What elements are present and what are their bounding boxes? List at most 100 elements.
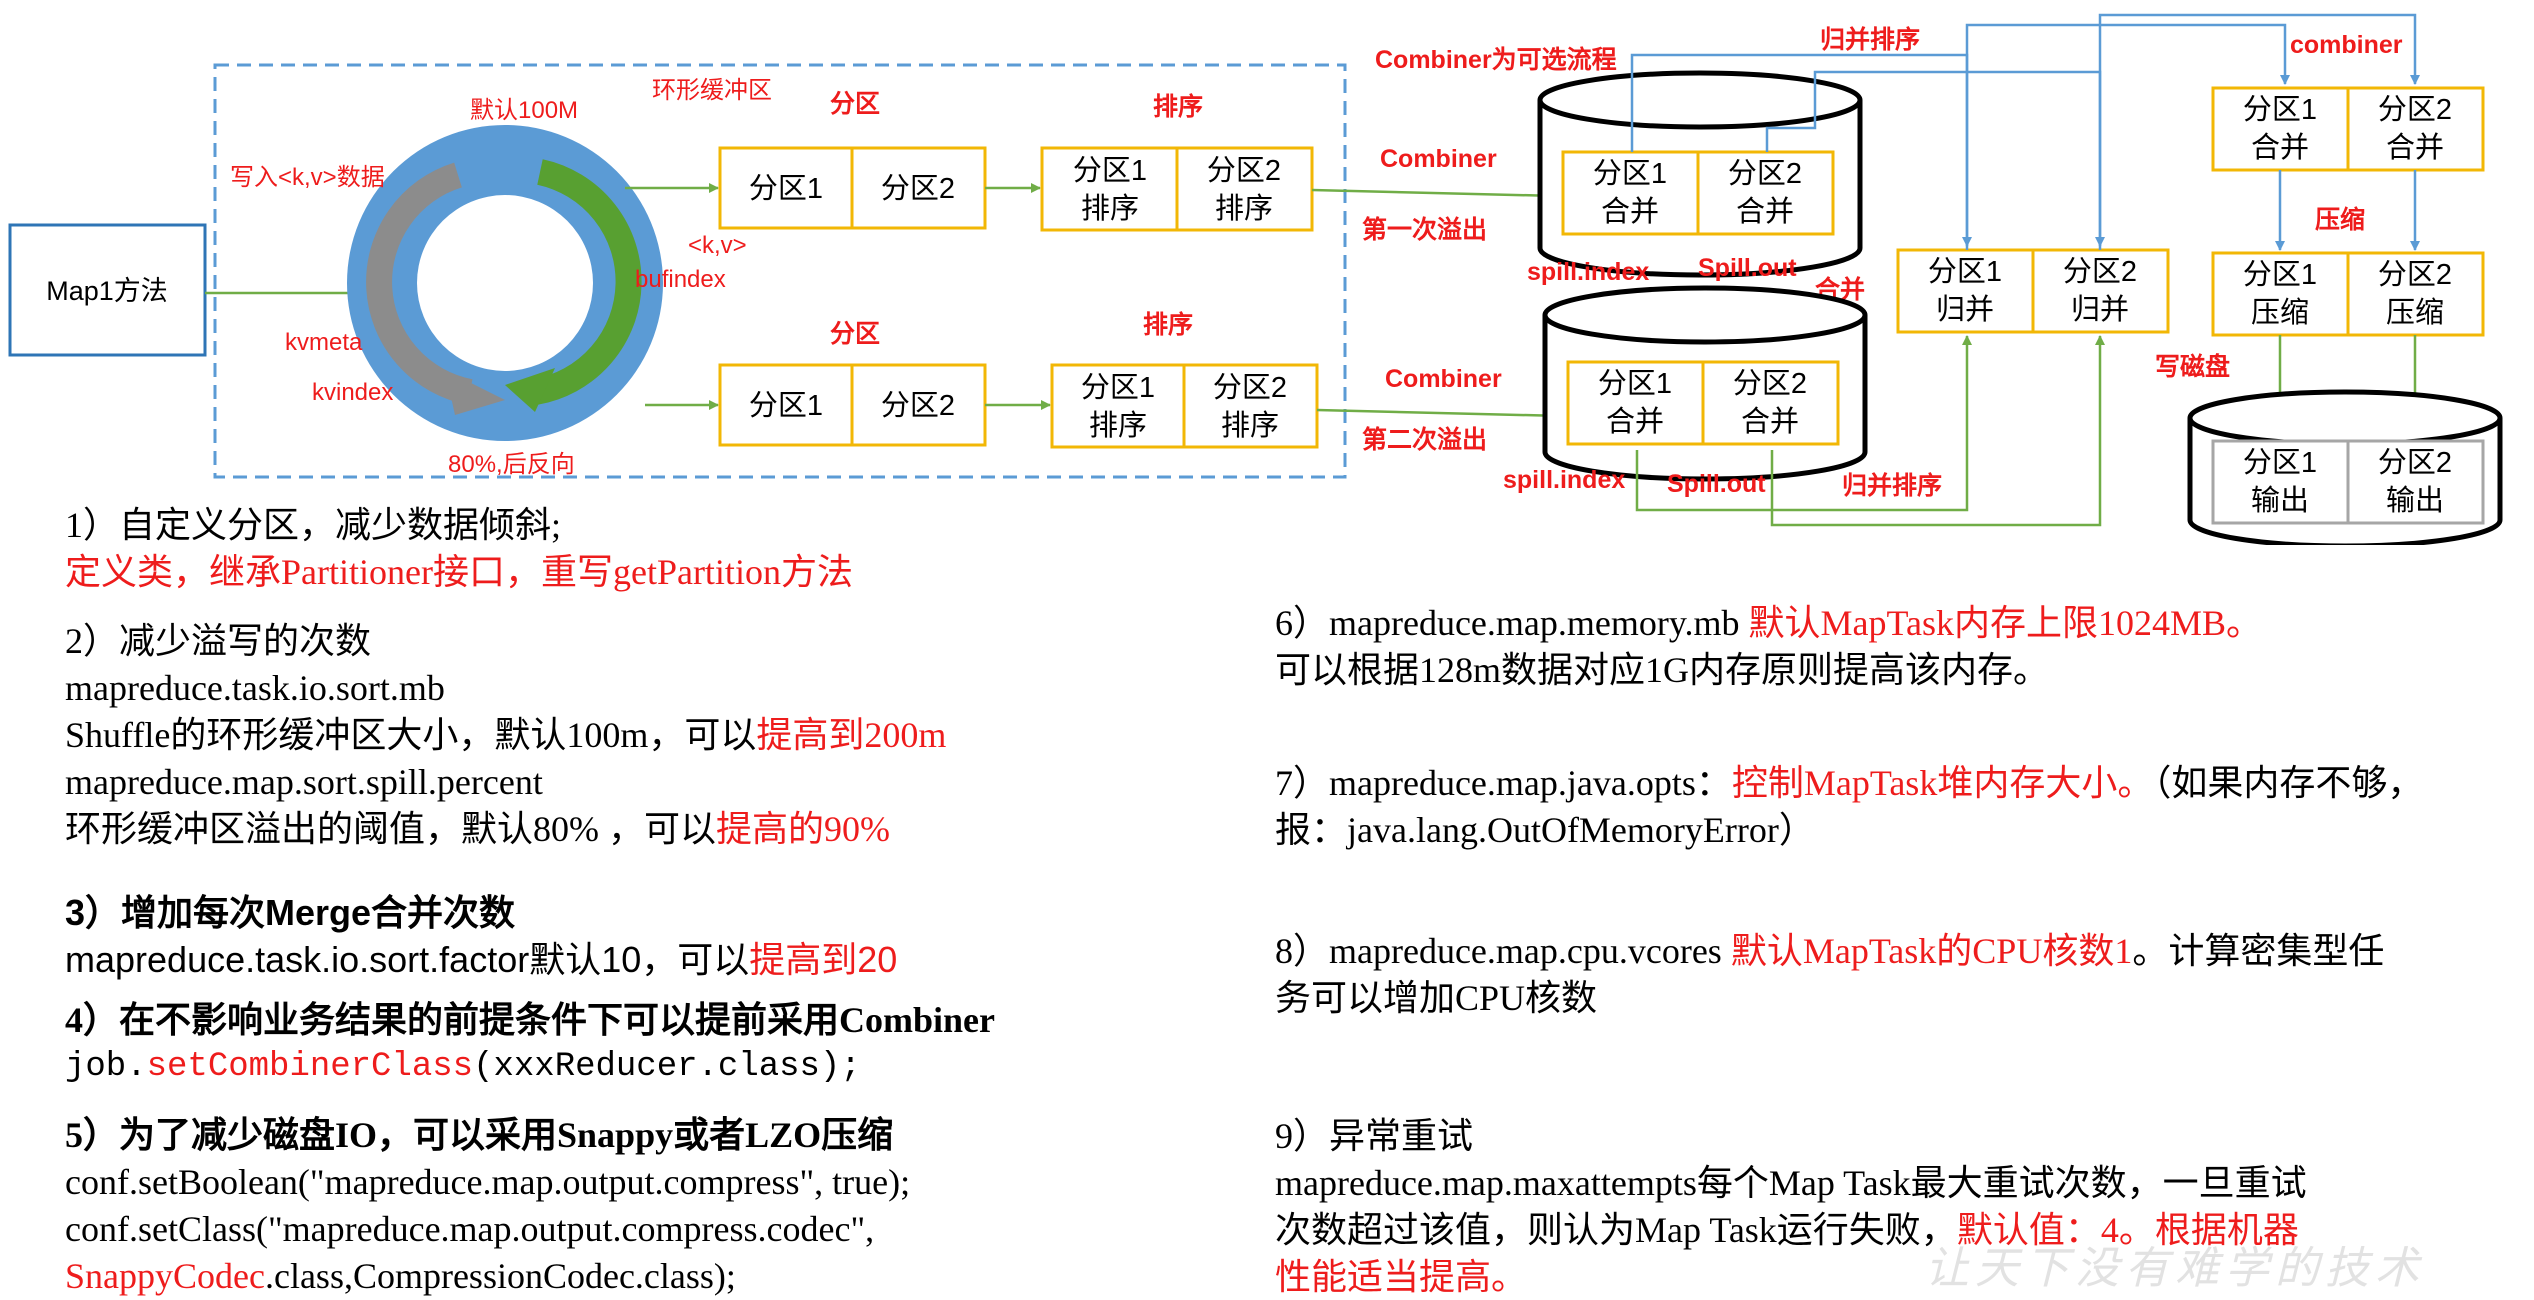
sort-p1-top-l2: 排序: [1081, 192, 1139, 225]
green-circular-arrow: [532, 159, 642, 405]
ring-buffer-hole: [417, 195, 593, 371]
output-p1-l2: 输出: [2251, 484, 2309, 517]
note2-line2: Shuffle的环形缓冲区大小，默认100m，可以提高到200m: [65, 712, 946, 758]
note4-code-method: setCombinerClass: [146, 1048, 474, 1086]
note2-line4-highlight: 提高的90%: [716, 809, 890, 849]
sort-heading-bottom: 排序: [1143, 310, 1193, 339]
disk1-p2: 分区2: [1728, 158, 1802, 190]
merge-to-combiner-p2: [2098, 13, 2420, 250]
note2-line4: 环形缓冲区溢出的阈值，默认80% ，可以提高的90%: [65, 806, 890, 852]
disk1-p1: 分区1: [1593, 158, 1667, 190]
disk2-p2-l2: 合并: [1741, 405, 1799, 438]
note5-line3-rest: .class,CompressionCodec.class);: [264, 1256, 736, 1296]
note6-highlight: 默认MapTask内存上限1024MB。: [1748, 603, 2263, 643]
note8-line1: 8）mapreduce.map.cpu.vcores 默认MapTask的CPU…: [1275, 928, 2384, 974]
note4-code-c: (xxxReducer.class);: [473, 1048, 861, 1086]
spill-out-label-1: Spill.out: [1698, 254, 1797, 282]
compress-p2: 分区2: [2378, 259, 2452, 291]
note8-highlight: 默认MapTask的CPU核数1: [1730, 931, 2133, 971]
note2-line1: mapreduce.task.io.sort.mb: [65, 668, 445, 708]
combine-p1-l2: 合并: [2251, 131, 2309, 164]
spill-index-label-1: spill.index: [1527, 258, 1649, 286]
green-arrow-head: [505, 368, 555, 412]
note9-line1: mapreduce.map.maxattempts每个Map Task最大重试次…: [1275, 1163, 2307, 1203]
note9-line2-text: 次数超过该值，则认为Map Task运行失败，: [1275, 1210, 1957, 1250]
disk1-p1-l2: 合并: [1601, 195, 1659, 228]
output-p2-l2: 输出: [2386, 484, 2444, 517]
disk2-p1-l2: 合并: [1606, 405, 1664, 438]
disk2-p2: 分区2: [1733, 368, 1807, 400]
note4-title: 4）在不影响业务结果的前提条件下可以提前采用Combiner: [65, 1000, 995, 1040]
note3-highlight: 提高到20: [749, 939, 898, 980]
note2-line3: mapreduce.map.sort.spill.percent: [65, 762, 543, 802]
note3-line: mapreduce.task.io.sort.factor默认10，可以提高到2…: [65, 937, 897, 983]
sort-p2-bottom-l2: 排序: [1221, 409, 1279, 442]
kv-pair-label: <k,v>: [688, 232, 747, 259]
sort-p2-top-l2: 排序: [1215, 192, 1273, 225]
compress-p2-l2: 压缩: [2386, 296, 2444, 329]
combiner-lower-label: combiner: [2290, 31, 2403, 59]
merge-sort-label-bottom: 归并排序: [1842, 471, 1942, 500]
note9-line3: 性能适当提高。: [1275, 1257, 1528, 1297]
note7-line1: 7）mapreduce.map.java.opts：控制MapTask堆内存大小…: [1275, 760, 2423, 806]
combine-p2: 分区2: [2378, 94, 2452, 126]
note7-highlight: 控制MapTask堆内存大小。: [1731, 763, 2154, 803]
note5-title: 5）为了减少磁盘IO，可以采用Snappy或者LZO压缩: [65, 1115, 894, 1155]
disk2-p1: 分区1: [1598, 368, 1672, 400]
combine-p1: 分区1: [2243, 94, 2317, 126]
merge-sort-label-top: 归并排序: [1820, 25, 1920, 54]
partition1-bottom: 分区1: [749, 390, 823, 422]
note6-line1: 6）mapreduce.map.memory.mb 默认MapTask内存上限1…: [1275, 600, 2262, 646]
note2-line2-text: Shuffle的环形缓冲区大小，默认100m，可以: [65, 715, 757, 755]
disk-1-top: [1537, 70, 1863, 130]
write-disk-label: 写磁盘: [2155, 352, 2230, 381]
mapreduce-shuffle-diagram: Map1方法 写入<k,v>数据 默认100M 环形缓冲区 kvmeta kvi…: [8, 13, 2503, 545]
note5-line1: conf.setBoolean("mapreduce.map.output.co…: [65, 1162, 911, 1202]
note3-title: 3）增加每次Merge合并次数: [65, 892, 516, 933]
output-p2: 分区2: [2378, 447, 2452, 479]
write-kv-label: 写入<k,v>数据: [230, 164, 385, 191]
combiner-optional-label: Combiner为可选流程: [1375, 46, 1617, 74]
disk-3-top: [2187, 389, 2503, 447]
merge-p1-l2: 归并: [1936, 293, 1994, 326]
default-100m-label: 默认100M: [470, 97, 578, 124]
merge-p1: 分区1: [1928, 256, 2002, 288]
sort-p2-top: 分区2: [1207, 155, 1281, 187]
compress-p1: 分区1: [2243, 259, 2317, 291]
partition1-top: 分区1: [749, 173, 823, 205]
note5-line3: SnappyCodec.class,CompressionCodec.class…: [65, 1253, 736, 1299]
combiner-label-top: Combiner: [1380, 145, 1497, 173]
kvindex-label: kvindex: [312, 379, 393, 406]
note7-line2: 报：java.lang.OutOfMemoryError）: [1275, 810, 1815, 850]
note4-code-a: job.: [65, 1048, 147, 1086]
note2-line4-text: 环形缓冲区溢出的阈值，默认80% ，可以: [65, 809, 716, 849]
note2-title: 2）减少溢写的次数: [65, 621, 372, 661]
note1-title: 1）自定义分区，减少数据倾斜;: [65, 505, 562, 545]
percent-reverse-label: 80%,后反向: [448, 451, 575, 478]
note2-line2-highlight: 提高到200m: [756, 715, 947, 755]
merge-to-combiner-p1: [1965, 23, 2290, 250]
note9-title: 9）异常重试: [1275, 1116, 1474, 1156]
partition2-top: 分区2: [881, 173, 955, 205]
disk-2-top: [1542, 285, 1868, 345]
grey-circular-arrow: [366, 162, 473, 405]
first-spill-arrow: [1311, 188, 1559, 201]
sort-p1-bottom-l2: 排序: [1089, 409, 1147, 442]
note8-tail: 。计算密集型任: [2132, 931, 2385, 971]
output-p1: 分区1: [2243, 447, 2317, 479]
note9-line2-highlight: 默认值：4。根据机器: [1956, 1210, 2299, 1250]
note6-param: 6）mapreduce.map.memory.mb: [1275, 603, 1740, 643]
bufindex-label: bufindex: [635, 266, 726, 293]
sort-p1-bottom: 分区1: [1081, 372, 1155, 404]
partition-heading-top: 分区: [830, 90, 880, 118]
note5-line2: conf.setClass("mapreduce.map.output.comp…: [65, 1209, 875, 1249]
note7-tail: （如果内存不够，: [2153, 763, 2424, 803]
note6-line2: 可以根据128m数据对应1G内存原则提高该内存。: [1275, 650, 2050, 690]
note8-param: 8）mapreduce.map.cpu.vcores: [1275, 931, 1722, 971]
map-method-box: [8, 223, 207, 357]
sort-heading-top: 排序: [1153, 92, 1203, 121]
spill-out-label-2: Spill.out: [1667, 470, 1766, 498]
second-spill-arrow: [1316, 408, 1564, 421]
note5-codec: SnappyCodec: [65, 1256, 265, 1296]
spill-index-label-2: spill.index: [1503, 466, 1625, 494]
